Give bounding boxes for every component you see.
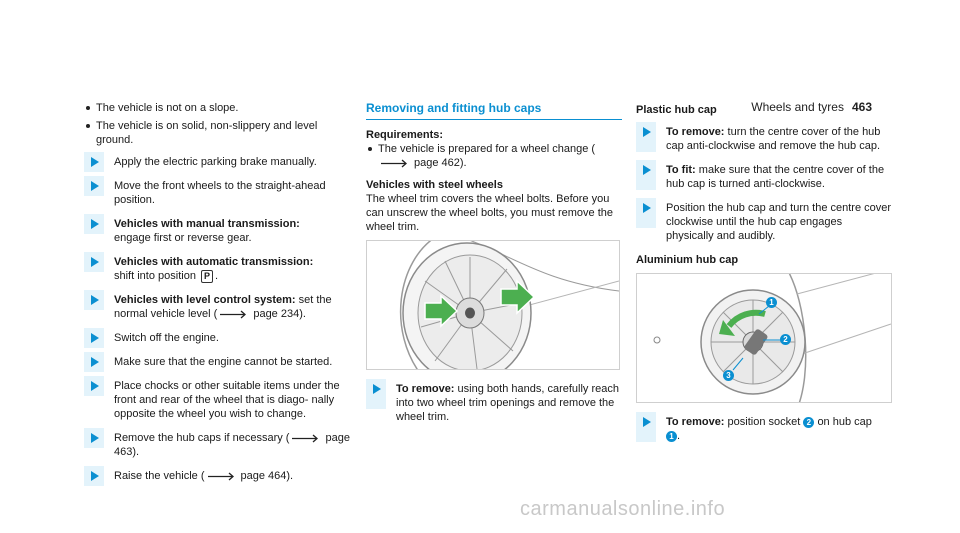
wheel-trim-illustration (366, 240, 620, 370)
step-remove-wheel-trim: To remove: using both hands, carefully r… (366, 379, 622, 424)
page-reference-link[interactable]: page 462). (414, 157, 467, 169)
step-place-chocks: Place chocks or other suitable items und… (84, 376, 352, 421)
step-front-wheels: Move the front wheels to the straight-ah… (84, 176, 352, 207)
step-apply-brake: Apply the electric parking brake manuall… (84, 152, 352, 172)
step-arrow-icon (636, 122, 656, 152)
park-position-icon: P (201, 269, 213, 283)
page-reference-link[interactable]: page 234). (253, 308, 306, 320)
bullet-icon (86, 106, 90, 110)
section-title: Removing and fitting hub caps (366, 101, 622, 120)
step-arrow-icon (84, 428, 104, 448)
watermark: carmanualsonline.info (520, 498, 726, 520)
aluminium-hub-cap-illustration: 1 2 3 (636, 273, 892, 403)
step-switch-off: Switch off the engine. (84, 328, 352, 348)
requirements-label: Requirements: (366, 129, 444, 141)
step-automatic-transmission: Vehicles with automatic transmission: sh… (84, 252, 352, 283)
step-remove-plastic-cap: To remove: turn the centre cover of the … (636, 122, 892, 153)
step-manual-transmission: Vehicles with manual transmission: engag… (84, 214, 352, 245)
step-arrow-icon (636, 198, 656, 228)
step-arrow-icon (84, 376, 104, 396)
step-arrow-icon (84, 290, 104, 310)
step-arrow-icon (84, 328, 104, 348)
page-number: 463 (851, 100, 872, 114)
step-position-hub-cap: Position the hub cap and turn the centre… (636, 198, 892, 243)
step-arrow-icon (84, 466, 104, 486)
step-arrow-icon (84, 176, 104, 196)
hub-cap-callout-badge: 1 (666, 430, 677, 442)
step-arrow-icon (636, 160, 656, 190)
page-reference-arrow-icon (220, 310, 250, 319)
steel-wheels-heading: Vehicles with steel wheels (366, 179, 503, 191)
step-level-control: Vehicles with level control system: set … (84, 290, 352, 321)
step-arrow-icon (84, 352, 104, 372)
page-reference-arrow-icon (292, 434, 322, 443)
step-fit-plastic-cap: To fit: make sure that the centre cover … (636, 160, 892, 191)
list-item: The vehicle is not on a slope. (84, 101, 352, 115)
page-reference-arrow-icon (207, 472, 238, 481)
steel-wheels-text: The wheel trim covers the wheel bolts. B… (366, 193, 614, 233)
plastic-hub-cap-heading: Plastic hub cap (636, 104, 717, 116)
step-remove-hub-caps: Remove the hub caps if necessary (page 4… (84, 428, 352, 459)
page-reference-arrow-icon (381, 159, 411, 168)
list-item: The vehicle is on solid, non-slippery an… (84, 119, 352, 147)
step-remove-aluminium-cap: To remove: position socket 2 on hub cap … (636, 412, 892, 443)
page-header: Wheels and tyres 463 (751, 100, 872, 114)
callout-3-badge: 3 (723, 370, 734, 381)
page-reference-link[interactable]: page 464). (240, 470, 294, 482)
header-title: Wheels and tyres (751, 100, 844, 114)
aluminium-hub-cap-heading: Aluminium hub cap (636, 254, 739, 266)
step-arrow-icon (84, 214, 104, 234)
callout-1-badge: 1 (766, 297, 777, 308)
bullet-icon (86, 124, 90, 128)
step-arrow-icon (84, 252, 104, 272)
callout-2-badge: 2 (780, 334, 791, 345)
column-middle: Removing and fitting hub caps Requiremen… (366, 101, 622, 434)
page-reference-link[interactable]: page 463). (114, 432, 350, 458)
step-arrow-icon (636, 412, 656, 442)
step-arrow-icon (366, 379, 386, 409)
bullet-icon (368, 147, 372, 151)
step-raise-vehicle: Raise the vehicle (page 464). (84, 466, 352, 486)
list-item: The vehicle is prepared for a wheel chan… (366, 142, 622, 170)
step-arrow-icon (84, 152, 104, 172)
step-engine-secured: Make sure that the engine cannot be star… (84, 352, 352, 372)
column-left: The vehicle is not on a slope. The vehic… (84, 101, 352, 493)
requirements-list: The vehicle is prepared for a wheel chan… (366, 142, 622, 170)
column-right: Plastic hub cap To remove: turn the cent… (636, 101, 892, 453)
socket-callout-badge: 2 (803, 416, 815, 428)
condition-list: The vehicle is not on a slope. The vehic… (84, 101, 352, 147)
